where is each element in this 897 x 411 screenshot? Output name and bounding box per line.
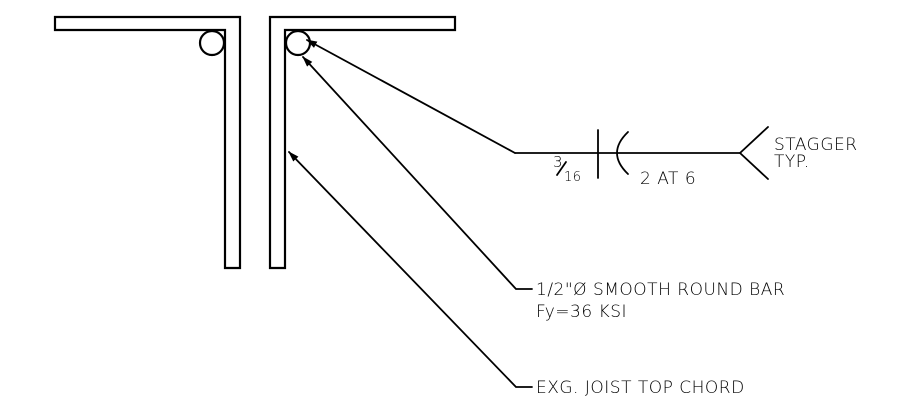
right-angle-outline	[268, 15, 457, 270]
round-bar-label: 1/2"Ø SMOOTH ROUND BAR	[536, 280, 785, 300]
left-round-bar	[198, 29, 226, 57]
weld-symbol: 3 16 2 AT 6 STAGGER TYP.	[306, 39, 858, 189]
weld-tail-note-line2: TYP.	[774, 152, 810, 172]
weld-arrow-leader	[306, 39, 516, 154]
left-angle	[53, 15, 242, 270]
round-bar-spec: Fy=36 KSI	[536, 302, 627, 322]
left-angle-outline	[53, 15, 242, 270]
weld-size-numerator: 3	[553, 153, 563, 171]
joist-chord-leader	[288, 151, 533, 388]
weld-flare-symbol	[616, 131, 629, 175]
weld-size-fraction-bar	[556, 161, 567, 176]
right-round-bar	[284, 29, 312, 57]
weld-tail-note-line1: STAGGER	[774, 135, 858, 155]
joist-chord-label: EXG. JOIST TOP CHORD	[536, 378, 745, 398]
weld-tail	[739, 126, 769, 180]
round-bar-leader	[302, 56, 533, 290]
weld-length-pitch: 2 AT 6	[640, 169, 696, 189]
weld-size-denominator: 16	[564, 170, 582, 185]
joist-chord-callout: EXG. JOIST TOP CHORD	[288, 151, 745, 398]
round-bar-callout: 1/2"Ø SMOOTH ROUND BAR Fy=36 KSI	[302, 56, 785, 322]
right-angle	[268, 15, 457, 270]
